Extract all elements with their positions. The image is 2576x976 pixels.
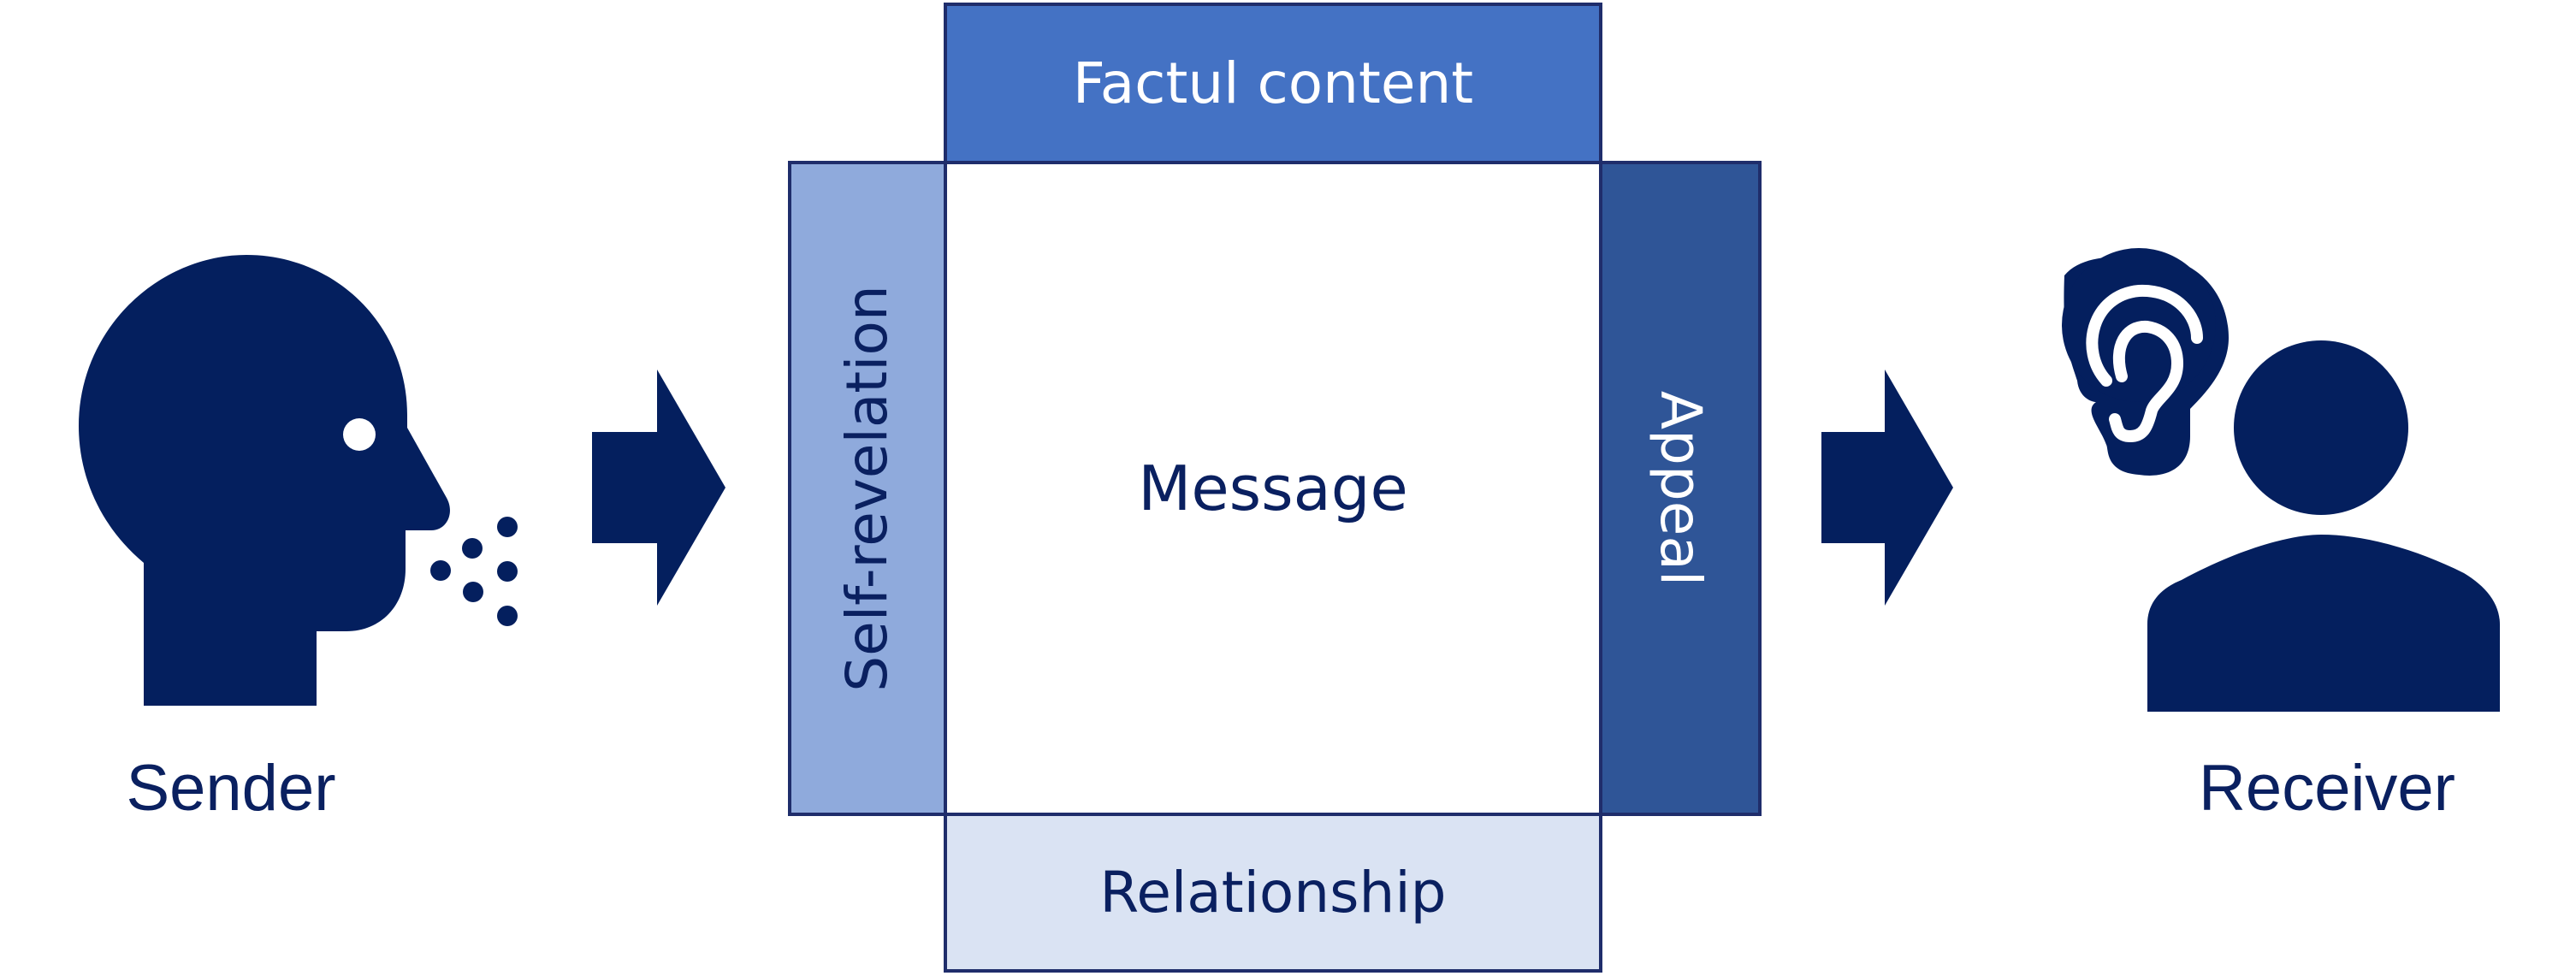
message-label: Message [1138,453,1408,524]
breath-dot [430,560,451,581]
relationship-box [944,813,1602,973]
sender-label: Sender [126,752,336,825]
receiver-label: Receiver [2199,752,2455,825]
breath-dot [463,582,483,602]
head-silhouette [79,255,450,706]
factual-content-label: Factul content [1072,50,1474,116]
eye-dot [343,418,376,451]
speaking-head-icon [79,255,518,706]
arrow-right-icon [1821,370,1953,606]
breath-dot [497,606,518,626]
self-revelation-label: Self-revelation [834,285,900,692]
breath-dot [462,538,483,559]
breath-dot [497,561,518,582]
appeal-label: Appeal [1648,390,1714,587]
arrow-right-icon [592,370,725,606]
person-head [2234,340,2408,515]
appeal-box [1599,161,1762,816]
person-body [2147,535,2500,712]
person-icon [2147,340,2500,712]
breath-dot [497,517,518,537]
ear-icon [2062,248,2229,476]
message-box [944,161,1602,816]
relationship-label: Relationship [1099,859,1447,926]
factual-content-box [944,3,1602,165]
